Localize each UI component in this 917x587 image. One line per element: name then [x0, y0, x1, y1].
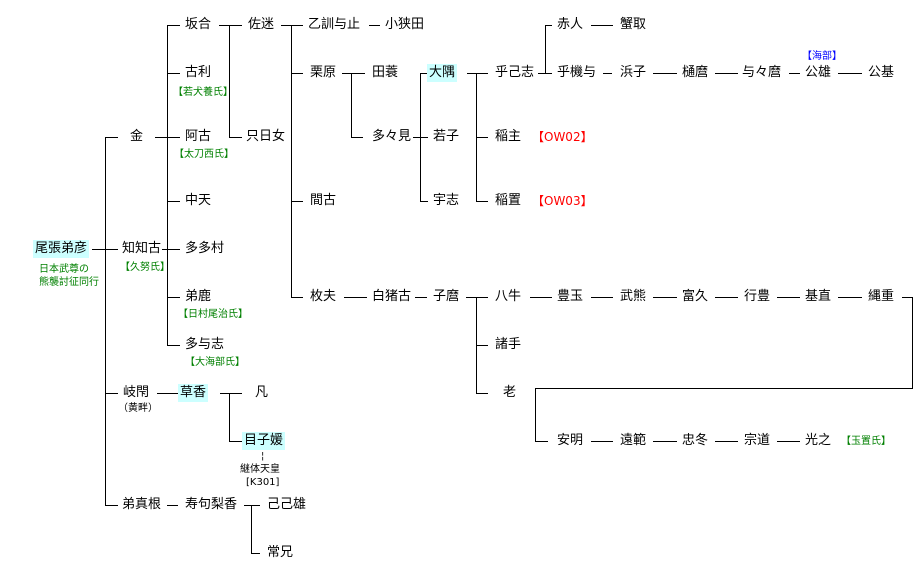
person-keitai: 継体天皇: [240, 464, 280, 475]
person: 宇志: [433, 193, 460, 208]
clan-label: 【久努氏】: [120, 262, 170, 273]
clan-label: 【太刀西氏】: [174, 149, 234, 160]
person: 田蓑: [372, 65, 399, 80]
person: 浜子: [620, 65, 647, 80]
person: 稲主: [495, 129, 522, 144]
clan-label: 【玉置氏】: [841, 436, 891, 447]
person: 白猪古: [372, 289, 412, 304]
person: 忠冬: [682, 433, 709, 448]
hirabu-line: [344, 297, 488, 394]
samei-branch: [281, 25, 380, 298]
person: 公雄: [805, 65, 832, 80]
person: 樋麿: [682, 65, 709, 80]
okoshi-branch: [538, 25, 862, 74]
person: 多与志: [185, 337, 225, 352]
person: 阿古: [185, 129, 212, 144]
clan-label: 【大海部氏】: [185, 357, 245, 368]
otomane-branch: [167, 505, 260, 554]
code-label: 【OW02】: [532, 130, 593, 144]
person-kusaka: 草香: [178, 384, 209, 402]
person: 老: [503, 385, 517, 400]
root-note: 日本武尊の: [39, 264, 89, 275]
person: 中天: [185, 193, 212, 208]
person: 子麿: [433, 289, 460, 304]
person: 栗原: [310, 65, 337, 80]
person: 乙訓与止: [308, 17, 361, 32]
clan-label: 【若犬養氏】: [173, 87, 233, 98]
person: 坂合: [185, 17, 212, 32]
person: 常兄: [267, 545, 294, 560]
person: 金: [130, 129, 144, 144]
person: 基直: [805, 289, 832, 304]
yaushi-line: [530, 297, 913, 442]
person: 間古: [310, 193, 337, 208]
code-label: 【OW03】: [532, 194, 593, 208]
kihe-branch: [157, 393, 242, 442]
root-connector: [92, 137, 118, 506]
person: 武熊: [620, 289, 647, 304]
person: 只日女: [246, 129, 286, 144]
person: 枚夫: [310, 289, 337, 304]
person: 八牛: [495, 289, 522, 304]
person: 行豊: [744, 289, 771, 304]
tatami-branch: [413, 73, 428, 202]
root-note: 熊襲討征同行: [39, 277, 99, 288]
person: 古利: [185, 65, 212, 80]
person: 縄重: [868, 289, 895, 304]
person: 豊玉: [557, 289, 584, 304]
person: 凡: [255, 385, 269, 400]
person: 光之: [805, 433, 832, 448]
person: 宗道: [744, 433, 771, 448]
person-osumi: 大隅: [427, 64, 458, 82]
osumi-branch: [467, 73, 488, 202]
sakai-branch: [219, 25, 242, 138]
person: 富久: [682, 289, 709, 304]
person: 弟鹿: [185, 289, 212, 304]
person: 己己雄: [267, 497, 307, 512]
person-menoko: 目子媛: [242, 432, 286, 450]
person: 寿句梨香: [185, 497, 238, 512]
person: 安明: [557, 433, 584, 448]
person: 多多村: [185, 241, 225, 256]
kurihara-branch: [342, 73, 365, 138]
kane-branch: [155, 25, 180, 346]
person: 乎機与: [557, 65, 597, 80]
clan-label: 【海部】: [802, 51, 842, 62]
person: 与々麿: [742, 65, 782, 80]
descent-mark: ¦: [261, 451, 265, 462]
alias-label: （黄畔）: [118, 403, 158, 414]
person: 遠範: [620, 433, 647, 448]
person: 小狭田: [385, 17, 425, 32]
person: 赤人: [557, 17, 584, 32]
clan-label: 【日村尾治氏】: [178, 309, 248, 320]
person: 蟹取: [620, 17, 647, 32]
person: 知知古: [122, 241, 162, 256]
code-label: [K301]: [246, 477, 280, 488]
person: 公基: [868, 65, 895, 80]
person: 稲置: [495, 193, 522, 208]
person: 弟真根: [122, 497, 162, 512]
person: 乎己志: [495, 65, 535, 80]
person-owari-otohiko: 尾張弟彦: [33, 240, 90, 258]
person: 若子: [433, 129, 460, 144]
person: 佐迷: [248, 17, 275, 32]
person: 岐閇: [123, 385, 150, 400]
person: 多々見: [372, 129, 412, 144]
person: 諸手: [495, 337, 522, 352]
